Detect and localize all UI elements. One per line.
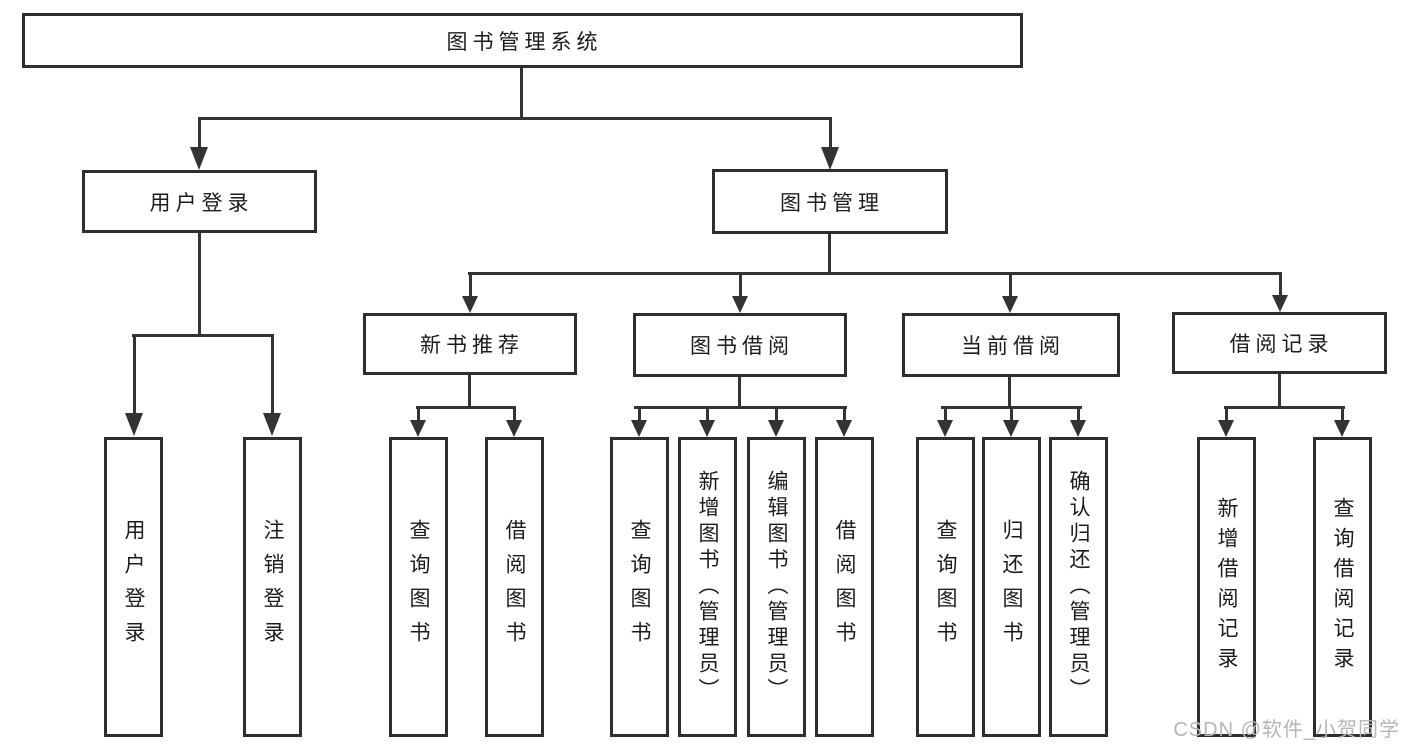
- arrow-to-user-login-leaf: [125, 334, 143, 436]
- connector-borrowing-stem: [738, 377, 741, 408]
- arrow-to-current-borrowing: [1002, 272, 1018, 313]
- arrow-to-add-borrow-record: [1218, 406, 1234, 437]
- arrow-to-borrow-books-2: [836, 406, 852, 437]
- watermark: CSDN @软件_小贺同学: [1173, 719, 1400, 741]
- node-label: 查询图书: [628, 519, 651, 655]
- node-label: 注销登录: [261, 519, 284, 655]
- node-label: 新书推荐: [420, 334, 524, 357]
- node-borrowing-records: 借阅记录: [1172, 312, 1387, 374]
- node-return-books: 归还图书: [982, 437, 1041, 737]
- arrow-to-return-books: [1003, 406, 1019, 437]
- connector-records-stem: [1278, 374, 1281, 408]
- node-borrow-books-borrowing: 借阅图书: [815, 437, 874, 737]
- node-label: 查询图书: [407, 519, 430, 655]
- arrow-to-query-books-1: [410, 406, 426, 437]
- arrow-to-borrowing-records: [1272, 272, 1288, 312]
- node-query-borrow-record: 查询借阅记录: [1313, 437, 1372, 737]
- connector-level2-bar: [468, 272, 1282, 275]
- node-user-login: 用户登录: [82, 170, 317, 233]
- node-label: 查询借阅记录: [1331, 497, 1354, 677]
- node-label: 新增图书（管理员）: [696, 470, 719, 704]
- node-label: 编辑图书（管理员）: [765, 470, 788, 704]
- node-add-books-admin: 新增图书（管理员）: [678, 437, 737, 737]
- arrow-to-logout-leaf: [263, 334, 281, 436]
- arrow-to-add-books: [699, 406, 715, 437]
- node-label: 归还图书: [1000, 519, 1023, 655]
- node-label: 新增借阅记录: [1215, 497, 1238, 677]
- connector-level1-bar: [198, 117, 832, 120]
- node-label: 用户登录: [149, 191, 254, 215]
- connector-recommend-bar: [416, 406, 516, 409]
- connector-recommend-stem: [468, 375, 471, 408]
- node-label: 当前借阅: [961, 335, 1065, 358]
- node-add-borrow-record: 新增借阅记录: [1197, 437, 1256, 737]
- node-book-management: 图书管理: [712, 169, 948, 234]
- arrow-to-borrow-books-1: [506, 406, 522, 437]
- node-borrow-books-recommend: 借阅图书: [485, 437, 544, 737]
- connector-user-login-stem: [198, 233, 201, 337]
- arrow-to-query-borrow-record: [1334, 406, 1350, 437]
- node-book-borrowing: 图书借阅: [633, 313, 847, 377]
- arrow-to-new-book-recommend: [462, 272, 478, 313]
- node-label: 用户登录: [122, 519, 145, 655]
- arrow-to-user-login: [190, 117, 208, 170]
- arrow-to-edit-books: [768, 406, 784, 437]
- connector-root-stem: [520, 68, 523, 119]
- node-label: 借阅图书: [503, 519, 526, 655]
- connector-current-stem: [1008, 377, 1011, 408]
- connector-borrowing-bar: [634, 406, 847, 409]
- arrow-to-query-books-2: [631, 406, 647, 437]
- node-label: 借阅记录: [1229, 333, 1334, 356]
- node-edit-books-admin: 编辑图书（管理员）: [747, 437, 806, 737]
- node-query-books-borrowing: 查询图书: [610, 437, 669, 737]
- arrow-to-query-books-3: [937, 406, 953, 437]
- node-label: 借阅图书: [833, 519, 856, 655]
- arrow-to-book-borrowing: [732, 272, 748, 313]
- connector-book-management-stem: [828, 234, 831, 274]
- node-label: 图书管理系统: [446, 30, 603, 54]
- node-query-books-current: 查询图书: [916, 437, 975, 737]
- arrow-to-book-management: [821, 117, 839, 170]
- arrow-to-confirm-return: [1070, 406, 1086, 437]
- connector-user-login-bar: [132, 334, 274, 337]
- node-user-login-leaf: 用户登录: [104, 437, 163, 737]
- node-current-borrowing: 当前借阅: [902, 313, 1120, 377]
- connector-records-bar: [1224, 406, 1345, 409]
- node-confirm-return-admin: 确认归还（管理员）: [1049, 437, 1108, 737]
- node-label: 查询图书: [934, 519, 957, 655]
- node-label: 图书管理: [780, 191, 884, 215]
- node-logout: 注销登录: [243, 437, 302, 737]
- node-label: 确认归还（管理员）: [1067, 470, 1090, 704]
- node-library-management-system: 图书管理系统: [22, 13, 1023, 68]
- node-label: 图书借阅: [690, 335, 794, 358]
- node-query-books-recommend: 查询图书: [389, 437, 448, 737]
- node-new-book-recommend: 新书推荐: [363, 313, 577, 375]
